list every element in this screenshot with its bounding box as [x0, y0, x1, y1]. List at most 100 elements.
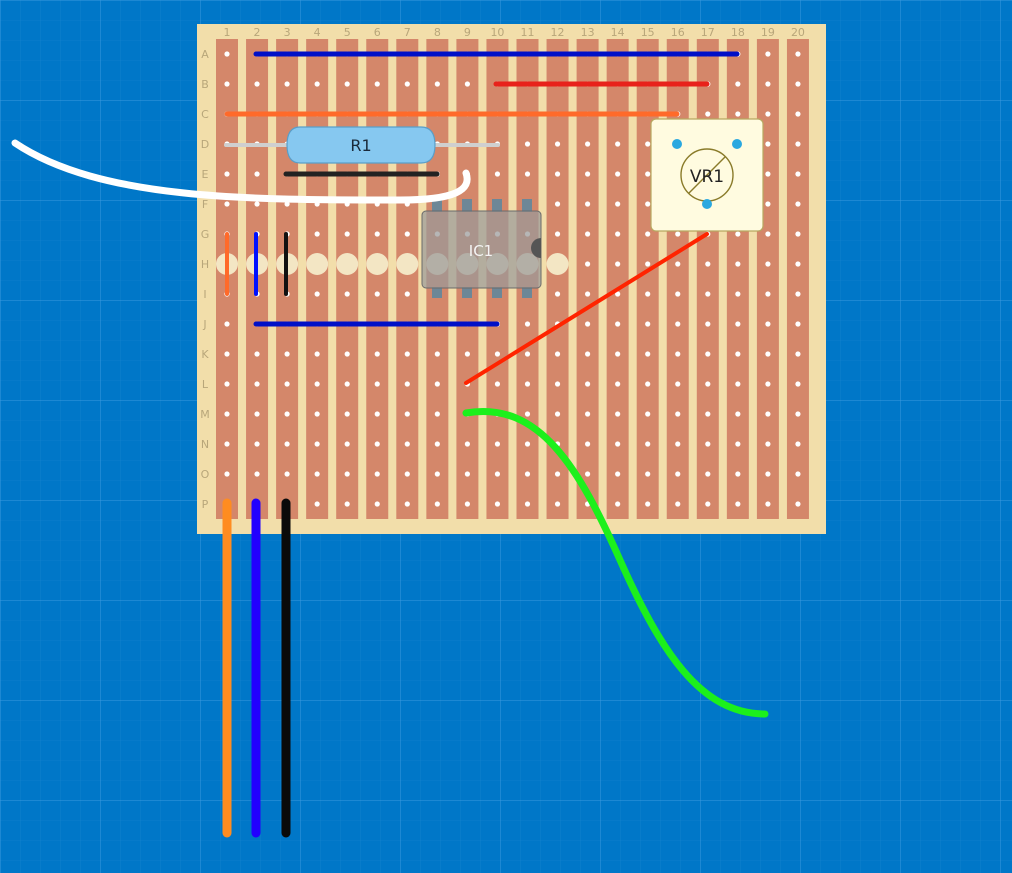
hole — [795, 411, 801, 417]
hole — [795, 351, 801, 357]
hole — [374, 81, 380, 87]
hole — [254, 351, 260, 357]
row-label: E — [202, 168, 209, 181]
hole — [284, 441, 290, 447]
hole — [585, 441, 591, 447]
hole — [344, 81, 350, 87]
hole — [404, 501, 410, 507]
row-label: O — [201, 468, 210, 481]
hole — [254, 81, 260, 87]
column-label: 14 — [611, 26, 625, 39]
hole — [344, 381, 350, 387]
ic1-pin — [522, 287, 532, 298]
hole — [645, 411, 651, 417]
pad — [546, 253, 569, 275]
hole — [735, 441, 741, 447]
hole — [254, 381, 260, 387]
hole — [795, 261, 801, 267]
hole — [524, 381, 531, 387]
hole — [645, 471, 651, 477]
hole — [795, 51, 801, 57]
hole — [615, 441, 621, 447]
hole — [795, 231, 801, 237]
hole — [765, 441, 771, 447]
column-label: 5 — [344, 26, 351, 39]
column-label: 9 — [464, 26, 471, 39]
hole — [615, 231, 621, 237]
hole — [524, 321, 531, 327]
wire-white-flying[interactable] — [11, 139, 471, 204]
wire-green-flying[interactable] — [462, 408, 769, 718]
hole — [434, 501, 440, 507]
hole — [615, 171, 621, 177]
row-label: D — [201, 138, 209, 151]
hole — [645, 261, 651, 267]
hole — [524, 411, 531, 417]
row-label: L — [202, 378, 209, 391]
hole — [735, 261, 741, 267]
hole — [224, 351, 230, 357]
hole — [284, 201, 290, 207]
hole — [284, 351, 290, 357]
vr1-pin-1 — [672, 139, 682, 149]
hole — [314, 291, 320, 297]
hole — [645, 141, 651, 147]
hole — [735, 231, 741, 237]
hole — [765, 291, 771, 297]
hole — [224, 321, 230, 327]
ic1[interactable]: IC1 — [421, 199, 542, 298]
hole — [675, 441, 681, 447]
hole — [464, 441, 470, 447]
pad — [306, 253, 329, 275]
hole — [434, 81, 440, 87]
hole — [524, 351, 531, 357]
hole — [494, 441, 501, 447]
row-label: M — [200, 408, 210, 421]
hole — [675, 261, 681, 267]
column-label: 17 — [701, 26, 715, 39]
hole — [344, 441, 350, 447]
hole — [374, 381, 380, 387]
hole — [554, 231, 561, 237]
hole — [765, 321, 771, 327]
hole — [554, 471, 561, 477]
hole — [314, 231, 320, 237]
hole — [494, 381, 501, 387]
hole — [705, 381, 711, 387]
hole — [404, 381, 410, 387]
hole — [494, 171, 501, 177]
hole — [795, 111, 801, 117]
hole — [524, 441, 531, 447]
hole — [374, 351, 380, 357]
hole — [585, 351, 591, 357]
column-label: 3 — [284, 26, 291, 39]
wire-red-diagonal[interactable] — [464, 232, 709, 385]
hole — [675, 231, 681, 237]
vr1[interactable]: VR1 — [650, 118, 764, 232]
hole — [645, 321, 651, 327]
ic1-label: IC1 — [469, 242, 493, 260]
hole — [735, 321, 741, 327]
row-label: C — [201, 108, 209, 121]
hole — [795, 501, 801, 507]
hole — [645, 201, 651, 207]
hole — [434, 441, 440, 447]
hole — [554, 141, 561, 147]
column-label: 15 — [641, 26, 655, 39]
hole — [524, 471, 531, 477]
hole — [224, 471, 230, 477]
hole — [675, 351, 681, 357]
r1[interactable]: R1 — [224, 126, 500, 164]
row-label: F — [202, 198, 208, 211]
hole — [374, 231, 380, 237]
hole — [795, 291, 801, 297]
ic1-pin — [462, 199, 472, 212]
hole — [404, 441, 410, 447]
hole — [284, 81, 290, 87]
strip-20 — [786, 39, 809, 519]
hole — [645, 441, 651, 447]
hole — [795, 201, 801, 207]
hole — [705, 411, 711, 417]
column-label: 11 — [521, 26, 535, 39]
